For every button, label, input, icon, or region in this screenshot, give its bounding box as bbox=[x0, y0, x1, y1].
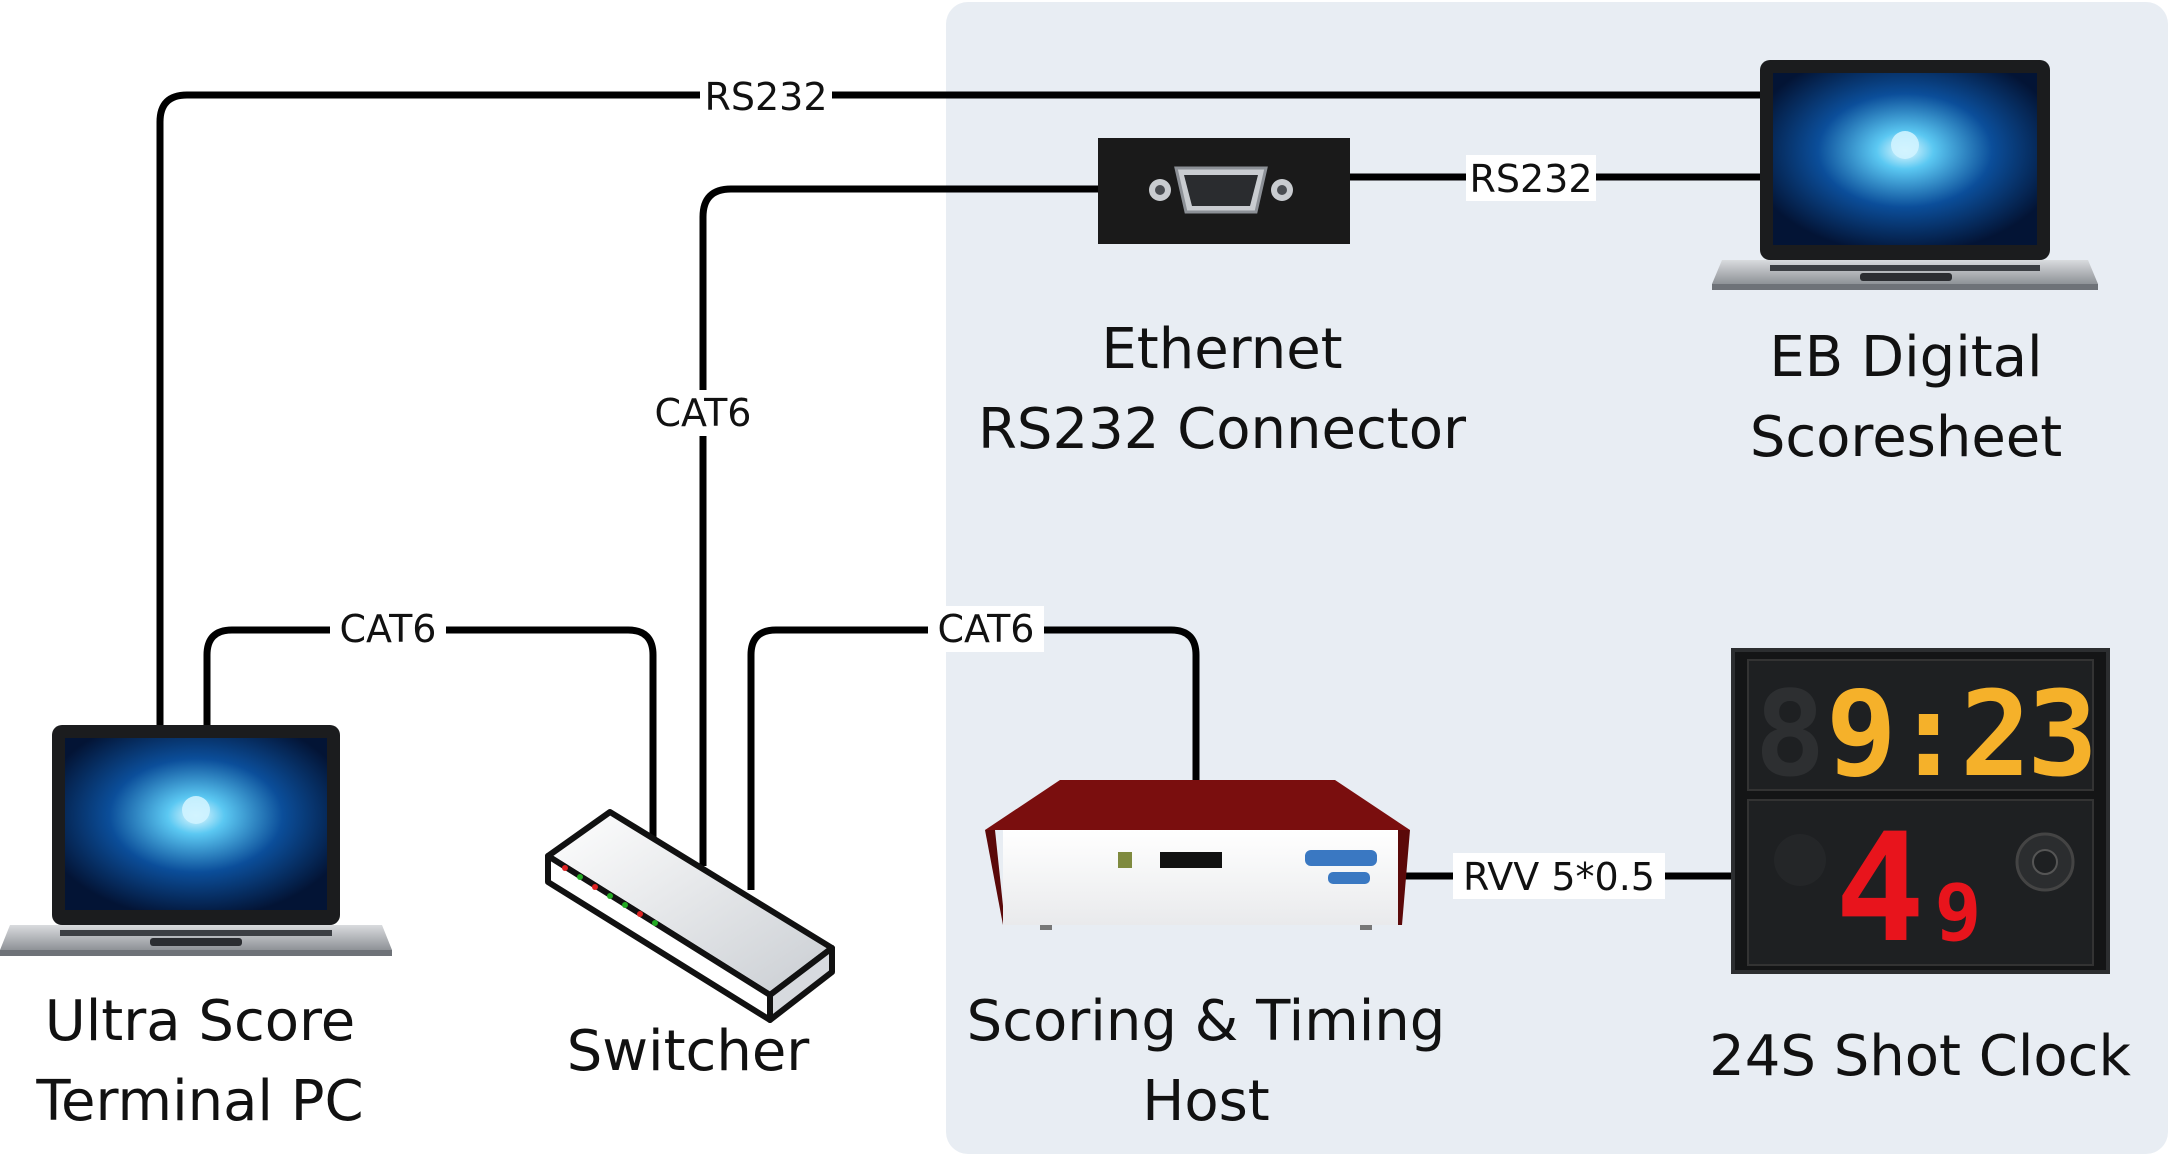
svg-text:CAT6: CAT6 bbox=[655, 391, 752, 435]
shot-time-main-display: 4 bbox=[1835, 802, 1925, 976]
laptop-icon bbox=[1712, 60, 2098, 290]
ethernet-connector-label-line1: Ethernet bbox=[1101, 317, 1342, 382]
wire-switch-to-connector bbox=[699, 185, 1100, 866]
shot-clock-label: 24S Shot Clock bbox=[1709, 1024, 2131, 1089]
game-time-display: 9:23 bbox=[1826, 665, 2094, 803]
terminal-pc-label-line2: Terminal PC bbox=[35, 1069, 363, 1134]
wire-label-rs232-connector: RS232 bbox=[1466, 155, 1596, 201]
wire-label-cat6-terminal: CAT6 bbox=[330, 606, 446, 652]
svg-text:RS232: RS232 bbox=[1469, 157, 1592, 201]
svg-text:8: 8 bbox=[1754, 665, 1825, 803]
wire-label-rs232-top: RS232 bbox=[700, 72, 832, 119]
scoresheet-label-line2: Scoresheet bbox=[1750, 405, 2062, 470]
network-switch-icon bbox=[545, 809, 835, 1023]
laptop-icon bbox=[0, 725, 392, 956]
svg-text:CAT6: CAT6 bbox=[340, 607, 437, 651]
wire-label-rvv: RVV 5*0.5 bbox=[1453, 853, 1665, 899]
wire-label-cat6-host: CAT6 bbox=[928, 606, 1044, 652]
scoring-host-label-line2: Host bbox=[1142, 1069, 1270, 1134]
ethernet-connector-label-line2: RS232 Connector bbox=[978, 397, 1467, 462]
host-box-icon bbox=[985, 780, 1410, 930]
terminal-pc-label-line1: Ultra Score bbox=[45, 989, 356, 1054]
wire-terminal-to-scoresheet bbox=[156, 91, 1760, 725]
scoring-host-label-line1: Scoring & Timing bbox=[967, 989, 1446, 1054]
svg-text:RS232: RS232 bbox=[704, 75, 827, 119]
shot-clock-icon: 8 9:23 4 9 bbox=[1731, 648, 2110, 976]
svg-text:CAT6: CAT6 bbox=[938, 607, 1035, 651]
db9-connector-icon bbox=[1098, 138, 1350, 244]
wire-label-cat6-vertical: CAT6 bbox=[645, 390, 761, 436]
svg-text:RVV 5*0.5: RVV 5*0.5 bbox=[1463, 855, 1655, 899]
shot-time-tenth-display: 9 bbox=[1935, 869, 1982, 959]
scoresheet-label-line1: EB Digital bbox=[1769, 325, 2042, 390]
switcher-label: Switcher bbox=[567, 1019, 811, 1084]
